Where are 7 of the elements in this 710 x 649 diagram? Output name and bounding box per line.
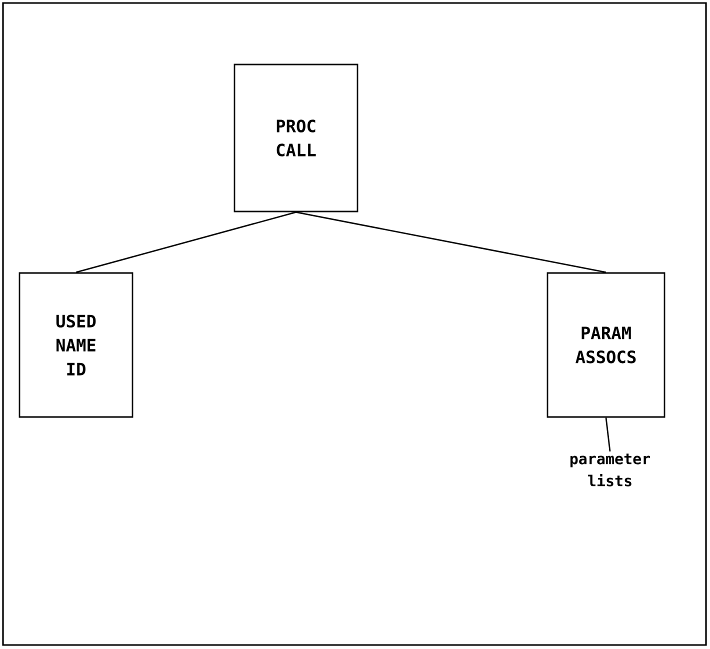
note-text: parameter lists	[570, 454, 650, 486]
connector-line	[76, 212, 296, 273]
connector-line	[605, 418, 611, 452]
process-box: PROC CALL	[234, 64, 358, 212]
process-box: USED NAME ID	[18, 272, 134, 418]
process-box: PARAM ASSOCS	[546, 272, 666, 418]
connector-line	[296, 212, 606, 273]
